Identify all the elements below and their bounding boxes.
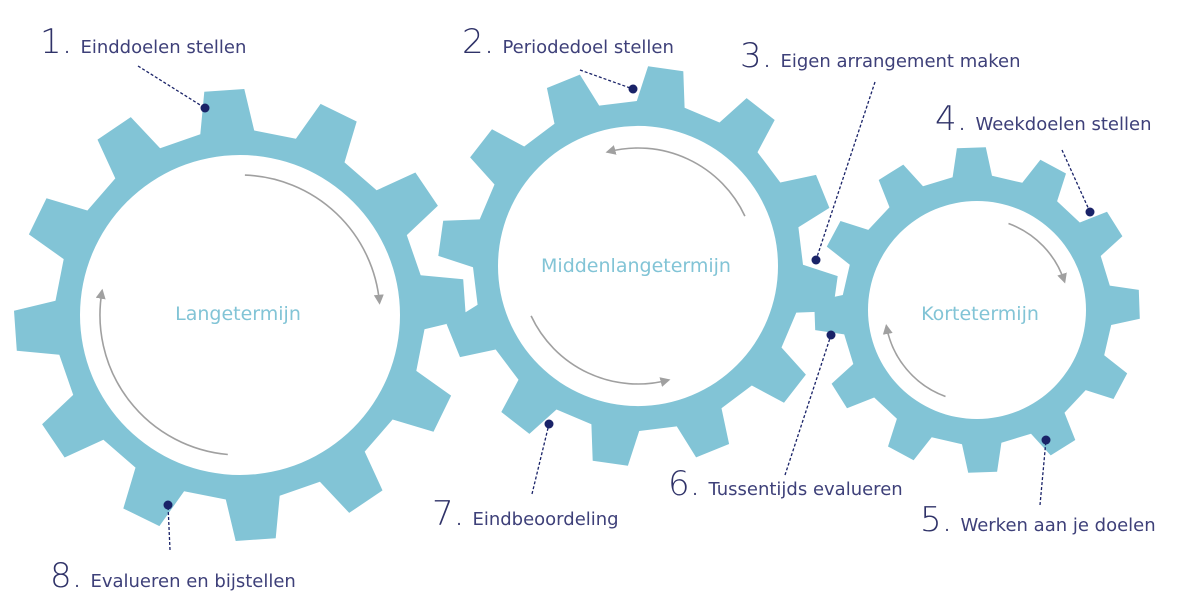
- marker-dot-step-2: [628, 84, 638, 94]
- leader-line-step-4: [1061, 149, 1091, 213]
- leader-line-step-7: [531, 423, 550, 495]
- step-number: 2.: [462, 22, 495, 62]
- step-7: 7. Eindbeoordeling: [432, 494, 619, 534]
- step-label: Eindbeoordeling: [472, 509, 619, 530]
- step-label: Evalueren en bijstellen: [90, 571, 296, 592]
- gear-label-middenlangetermijn: Middenlangetermijn: [541, 255, 731, 277]
- marker-dot-step-3: [811, 255, 821, 265]
- gear-kortetermijn: [814, 147, 1140, 473]
- rotation-arrow-clockwise-icon: [1008, 222, 1067, 284]
- gear-label-langetermijn: Langetermijn: [175, 303, 301, 325]
- rotation-arrow-counterclockwise-icon: [605, 145, 746, 217]
- step-1: 1. Einddoelen stellen: [40, 22, 246, 62]
- step-2: 2. Periodedoel stellen: [462, 22, 674, 62]
- step-label: Weekdoelen stellen: [975, 114, 1152, 135]
- gear-middenlangetermijn: [438, 66, 838, 466]
- leader-line-step-8: [167, 504, 171, 551]
- step-number: 5.: [920, 500, 953, 540]
- gear-label-kortetermijn: Kortetermijn: [921, 303, 1039, 325]
- step-number: 8.: [50, 556, 83, 596]
- step-5: 5. Werken aan je doelen: [920, 500, 1156, 540]
- step-4: 4. Weekdoelen stellen: [935, 99, 1151, 139]
- marker-dot-step-1: [200, 103, 210, 113]
- leader-line-step-3: [815, 81, 876, 261]
- marker-dot-step-5: [1041, 435, 1051, 445]
- rotation-arrow-clockwise-icon: [244, 174, 384, 305]
- leader-line-step-6: [784, 334, 832, 476]
- leader-line-step-5: [1039, 439, 1047, 506]
- leader-line-step-1: [137, 65, 206, 109]
- rotation-arrow-counterclockwise-icon: [530, 315, 671, 387]
- step-number: 6.: [668, 464, 701, 504]
- marker-dot-step-4: [1085, 207, 1095, 217]
- step-label: Tussentijds evalueren: [708, 479, 903, 500]
- step-3: 3. Eigen arrangement maken: [740, 36, 1021, 76]
- step-6: 6. Tussentijds evalueren: [668, 464, 903, 504]
- rotation-arrow-clockwise-icon: [882, 324, 946, 398]
- marker-dot-step-7: [544, 419, 554, 429]
- step-number: 3.: [740, 36, 773, 76]
- step-8: 8. Evalueren en bijstellen: [50, 556, 296, 596]
- leader-line-step-2: [579, 69, 634, 90]
- step-label: Eigen arrangement maken: [780, 51, 1021, 72]
- step-number: 7.: [432, 494, 465, 534]
- rotation-arrow-clockwise-icon: [95, 288, 228, 456]
- step-number: 1.: [40, 22, 73, 62]
- step-label: Periodedoel stellen: [502, 37, 674, 58]
- marker-dot-step-6: [826, 330, 836, 340]
- step-number: 4.: [935, 99, 968, 139]
- step-label: Werken aan je doelen: [960, 515, 1156, 536]
- marker-dot-step-8: [163, 500, 173, 510]
- step-label: Einddoelen stellen: [80, 37, 247, 58]
